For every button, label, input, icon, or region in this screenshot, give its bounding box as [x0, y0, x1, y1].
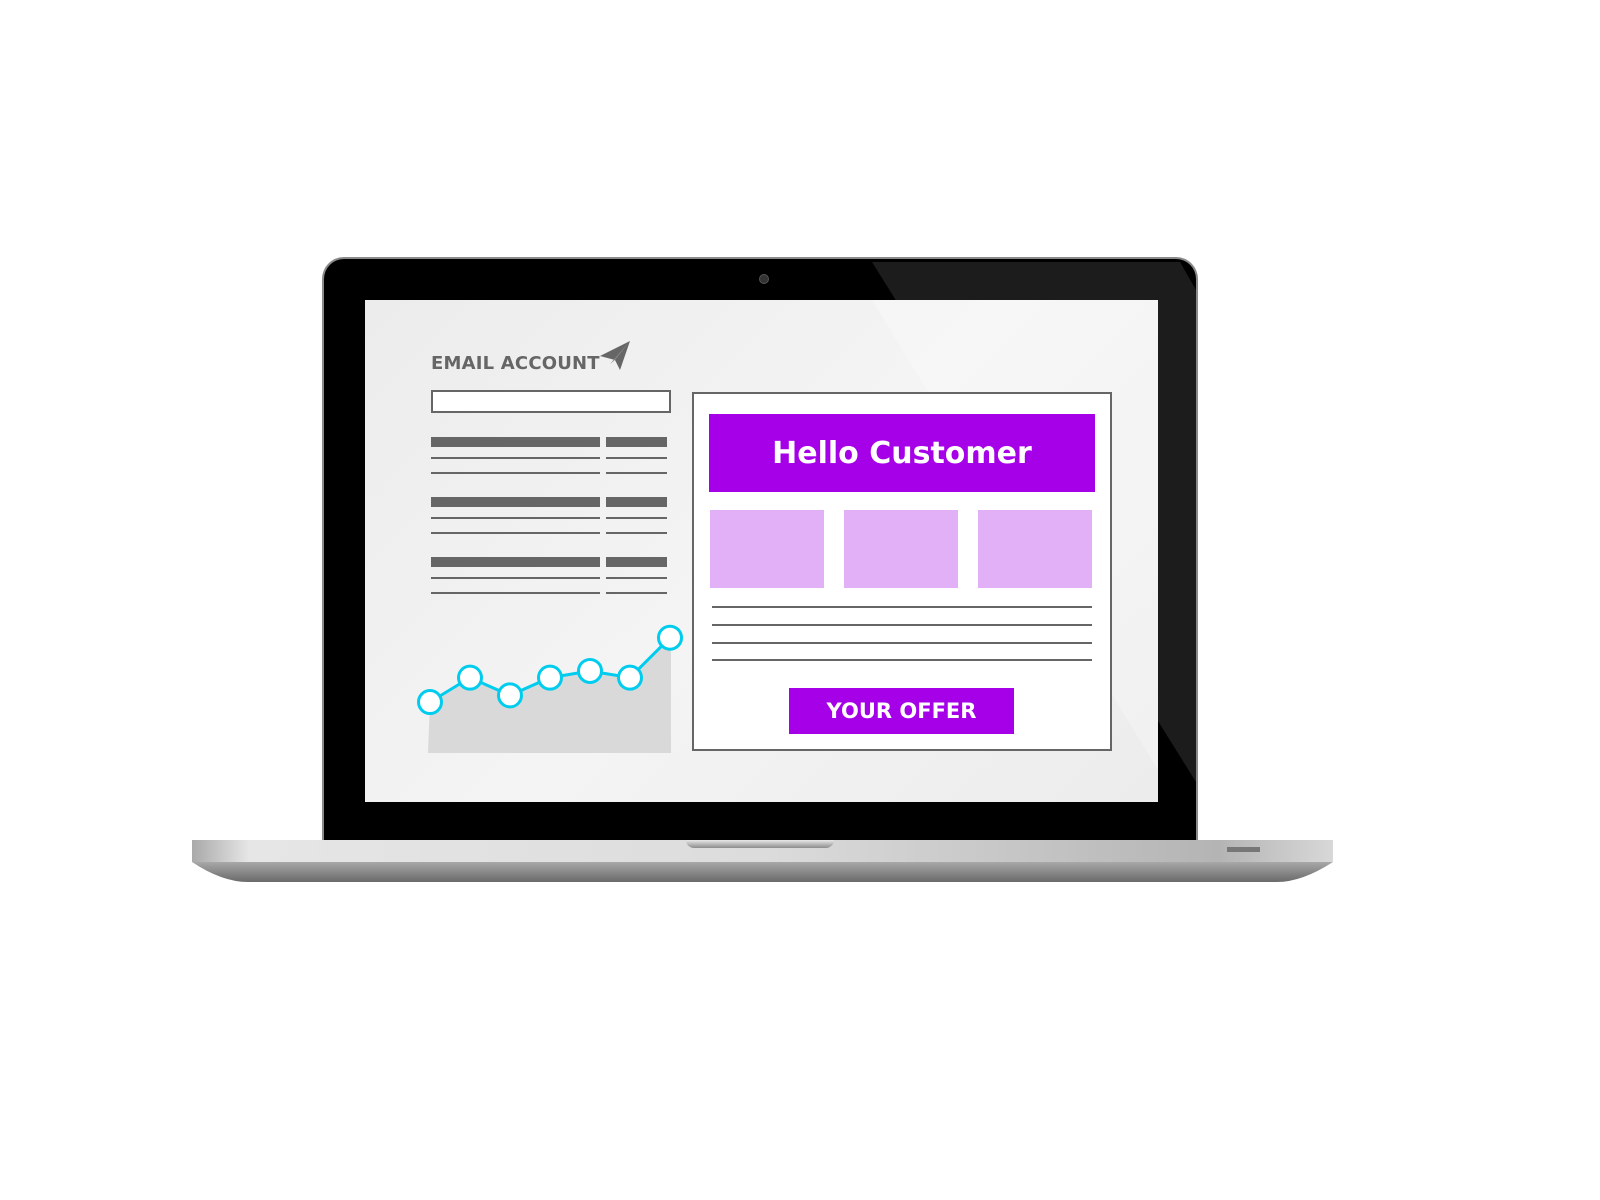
list-item-line — [606, 457, 667, 459]
list-item-meta-bar — [606, 497, 667, 507]
email-image-tile — [844, 510, 958, 588]
list-item-title-bar — [431, 557, 600, 567]
chart-point — [577, 657, 603, 684]
list-item-line — [431, 472, 600, 474]
your-offer-button[interactable]: YOUR OFFER — [789, 688, 1014, 734]
list-item-line — [431, 592, 600, 594]
list-item-title-bar — [431, 497, 600, 507]
email-header-banner: Hello Customer — [709, 414, 1095, 492]
chart-point — [497, 682, 523, 709]
list-item-line — [606, 532, 667, 534]
chart-point — [417, 689, 443, 716]
webcam-icon — [759, 274, 769, 284]
laptop-base — [192, 840, 1333, 882]
email-account-input[interactable] — [431, 390, 671, 413]
email-text-line — [712, 606, 1092, 608]
email-account-title: EMAIL ACCOUNT — [431, 353, 600, 374]
list-item-line — [606, 472, 667, 474]
email-image-tile — [978, 510, 1092, 588]
indicator-light — [1227, 847, 1260, 852]
list-item-line — [431, 517, 600, 519]
paper-plane-icon[interactable] — [598, 338, 632, 372]
list-item-line — [606, 577, 667, 579]
email-text-line — [712, 659, 1092, 661]
list-item-line — [431, 532, 600, 534]
chart-area — [428, 637, 671, 753]
email-text-line — [712, 624, 1092, 626]
chart-point — [537, 664, 563, 691]
chart-point — [457, 664, 483, 691]
lid-notch — [686, 840, 834, 848]
list-item-line — [431, 457, 600, 459]
list-item-title-bar — [431, 437, 600, 447]
list-item-line — [431, 577, 600, 579]
email-text-line — [712, 642, 1092, 644]
list-item-line — [606, 517, 667, 519]
chart-point — [657, 624, 683, 651]
email-image-tile — [710, 510, 824, 588]
list-item-meta-bar — [606, 437, 667, 447]
list-item-line — [606, 592, 667, 594]
growth-chart — [417, 624, 683, 753]
chart-point — [617, 664, 643, 691]
list-item-meta-bar — [606, 557, 667, 567]
